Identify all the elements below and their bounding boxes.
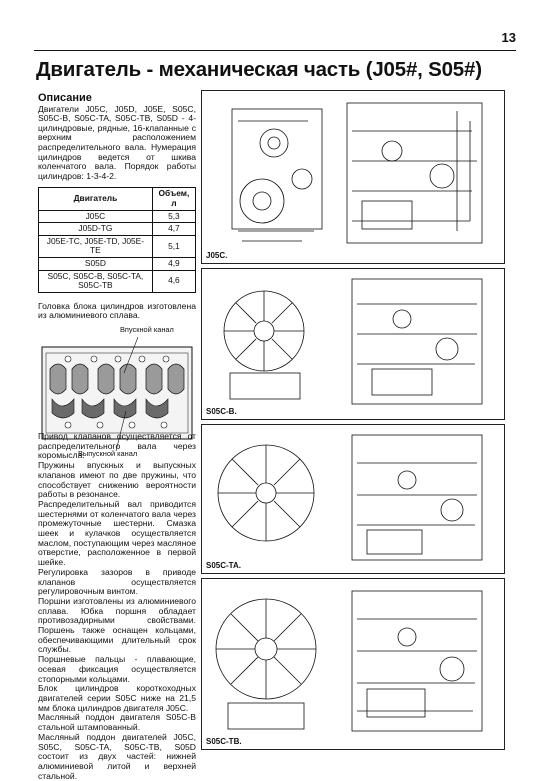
table-row: S05C, S05C-B, S05C-TA, S05C-TB 4,6: [38, 269, 197, 293]
left-column: Описание Двигатели J05C, J05D, J05E, S05…: [38, 92, 197, 461]
table-row: J05D-TG 4,7: [38, 222, 197, 236]
exhaust-port-label: Выпускной канал: [78, 448, 138, 458]
intro-paragraph: Двигатели J05C, J05D, J05E, S05C, S05C-B…: [38, 103, 196, 181]
table-cell-engine: J05E-TC, J05E-TD, J05E-TE: [38, 234, 153, 258]
figure-caption: J05C.: [206, 251, 228, 260]
cylinder-head-drawing: [41, 336, 193, 451]
table-cell-engine: J05D-TG: [38, 222, 153, 236]
table-cell-volume: 4,6: [151, 269, 197, 293]
engine-drawing: [217, 434, 483, 561]
table-row: J05E-TC, J05E-TD, J05E-TE 5,1: [38, 234, 197, 258]
table-row: S05D 4,9: [38, 256, 197, 271]
figure-caption: S05C-TB.: [206, 737, 242, 746]
engine-figure-j05c: J05C.: [201, 90, 505, 264]
cylinder-head-illustration: Впускной канал Выпускной канал: [38, 325, 196, 461]
table-cell-engine: J05C: [38, 209, 153, 224]
body-paragraph: Распределительный вал приводится шестерн…: [38, 498, 196, 568]
body-text: Привод клапанов осуществляется от распре…: [38, 431, 196, 781]
page-title: Двигатель - механическая часть (J05#, S0…: [36, 58, 482, 81]
engine-drawing: [231, 102, 483, 244]
table-cell-volume: 4,7: [151, 222, 197, 236]
table-cell-engine: S05D: [38, 256, 153, 271]
top-rule: [34, 50, 516, 51]
table-row: J05C 5,3: [38, 209, 197, 224]
body-paragraph: Поршневые пальцы - плавающие, осевая фик…: [38, 654, 196, 684]
body-paragraph: Поршни изготовлены из алюминиевого сплав…: [38, 595, 196, 655]
table-cell-volume: 5,1: [151, 234, 197, 258]
table-cell-engine: S05C, S05C-B, S05C-TA, S05C-TB: [38, 269, 153, 293]
engine-figure-s05c-ta: S05C-TA.: [201, 424, 505, 574]
body-paragraph: Блок цилиндров короткоходных двигателей …: [38, 683, 196, 713]
engine-drawing: [215, 590, 483, 732]
engine-displacement-table: Двигатель Объем, л J05C 5,3 J05D-TG 4,7 …: [38, 187, 197, 293]
engine-drawing: [223, 278, 483, 405]
body-paragraph: Пружины впускных и выпускных клапанов им…: [38, 460, 196, 500]
table-cell-volume: 5,3: [151, 209, 197, 224]
table-cell-volume: 4,9: [151, 256, 197, 271]
body-paragraph: Регулировка зазоров в приводе клапанов о…: [38, 566, 196, 597]
body-paragraph: Привод клапанов осуществляется от распре…: [38, 431, 196, 461]
body-paragraph: Масляный поддон двигателя S05C-B стально…: [38, 712, 196, 733]
page-number: 13: [501, 30, 516, 45]
body-paragraph: Масляный поддон двигателей J05C, S05C, S…: [38, 731, 196, 781]
table-header-volume: Объем, л: [151, 187, 197, 211]
table-header-engine: Двигатель: [38, 187, 153, 211]
table-header-row: Двигатель Объем, л: [38, 187, 197, 211]
figure-caption: S05C-B.: [206, 407, 237, 416]
engine-figure-s05c-tb: S05C-TB.: [201, 578, 505, 750]
engine-figure-s05c-b: S05C-B.: [201, 268, 505, 420]
figure-caption: S05C-TA.: [206, 561, 241, 570]
intake-port-label: Впускной канал: [120, 324, 174, 334]
head-note: Головка блока цилиндров изготовлена из а…: [38, 300, 196, 321]
section-heading: Описание: [38, 92, 92, 104]
